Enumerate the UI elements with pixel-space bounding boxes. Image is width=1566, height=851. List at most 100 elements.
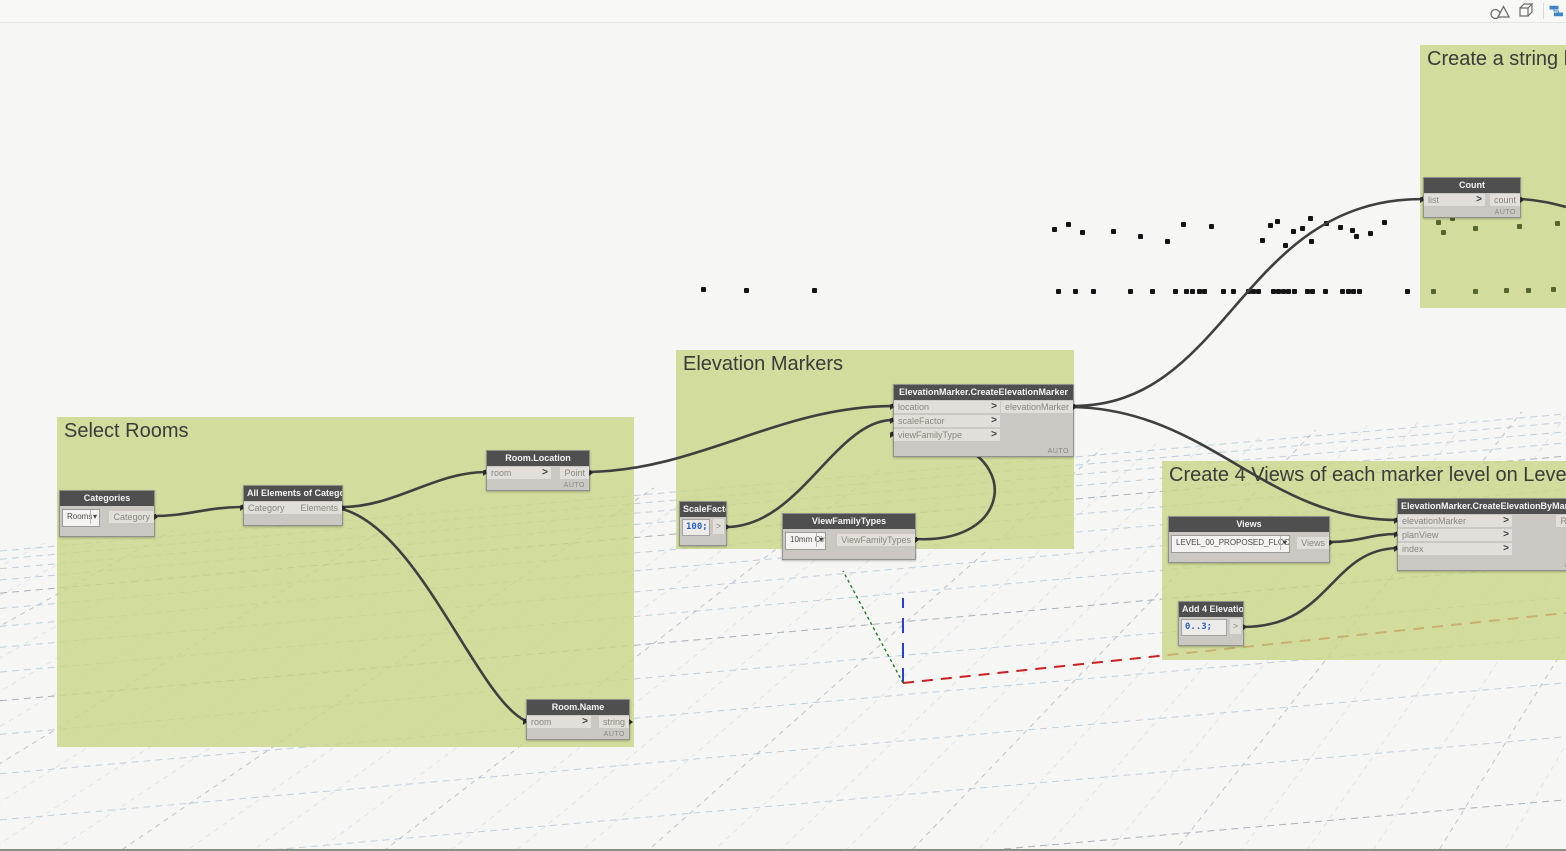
default-value-chevron-icon[interactable]: >	[1503, 529, 1509, 540]
input-port-Category[interactable]: Category	[244, 502, 306, 514]
geometry-point	[812, 288, 817, 293]
node-title[interactable]: Room.Name	[527, 700, 629, 715]
dropdown-select[interactable]: LEVEL_00_PROPOSED_FLOOR FINISHES▾	[1171, 535, 1290, 553]
default-value-chevron-icon[interactable]: >	[1503, 543, 1509, 554]
input-connector[interactable]	[1420, 197, 1424, 203]
dropdown-select[interactable]: 10mm Circle▾	[785, 532, 826, 550]
output-connector[interactable]	[342, 505, 346, 511]
code-block-value[interactable]: 0..3;	[1181, 619, 1227, 636]
dropdown-value: LEVEL_00_PROPOSED_FLOOR FINISHES	[1176, 538, 1290, 547]
code-block-value[interactable]: 100;	[682, 519, 710, 536]
output-port-Result[interactable]: Result	[1556, 515, 1566, 527]
output-connector[interactable]	[726, 524, 730, 530]
default-value-chevron-icon[interactable]: >	[991, 429, 997, 440]
graph-layout-icon[interactable]	[1548, 1, 1566, 21]
output-port-Point[interactable]: Point	[560, 467, 589, 479]
output-port[interactable]: >	[713, 519, 724, 534]
default-value-chevron-icon[interactable]: >	[582, 716, 588, 727]
output-port-elevationMarker[interactable]: elevationMarker	[1000, 401, 1073, 413]
input-port-label: index	[1402, 544, 1424, 554]
grid-line	[523, 408, 1566, 851]
node-view-family-types[interactable]: ViewFamilyTypes 10mm Circle▾ ViewFamilyTyp…	[782, 513, 919, 560]
output-connector[interactable]	[1243, 624, 1247, 630]
default-value-chevron-icon[interactable]: >	[542, 467, 548, 478]
node-create-elevation-by-marker-index[interactable]: ElevationMarker.CreateElevationByMarkerI…	[1394, 498, 1566, 571]
dropdown-select[interactable]: Rooms▾	[62, 509, 100, 527]
output-port-Category[interactable]: Category	[109, 511, 154, 523]
geometry-point	[1052, 227, 1057, 232]
input-port-room[interactable]: room>	[487, 467, 551, 479]
input-connector[interactable]	[1394, 546, 1398, 552]
default-value-chevron-icon[interactable]: >	[991, 401, 997, 412]
input-port-viewFamilyType[interactable]: viewFamilyType>	[894, 429, 1000, 441]
input-port-label: planView	[1402, 530, 1439, 540]
input-port-planView[interactable]: planView >	[1398, 529, 1512, 541]
lacing-auto-label[interactable]: AUTO	[1565, 562, 1566, 569]
node-title[interactable]: All Elements of Category	[244, 486, 342, 501]
output-port-Elements[interactable]: Elements	[296, 502, 342, 514]
input-connector[interactable]	[483, 470, 487, 476]
output-connector[interactable]	[154, 514, 158, 520]
output-port[interactable]: >	[1230, 619, 1241, 634]
default-value-chevron-icon[interactable]: >	[1503, 515, 1509, 526]
node-title[interactable]: ScaleFactor	[680, 502, 726, 517]
lacing-auto-label[interactable]: AUTO	[563, 482, 585, 489]
node-title[interactable]: Views	[1169, 517, 1329, 532]
geometry-point	[1473, 289, 1478, 294]
lacing-auto-label[interactable]: AUTO	[1047, 448, 1069, 455]
node-add-4-elevations[interactable]: Add 4 Elevations 0..3;>	[1178, 601, 1247, 646]
node-title[interactable]: ElevationMarker.CreateElevationByMarkerI…	[1398, 499, 1566, 514]
input-port-list[interactable]: list>	[1424, 194, 1485, 206]
node-title[interactable]: Categories	[60, 491, 154, 506]
node-body: 10mm Circle▾ ViewFamilyTypes	[783, 529, 919, 559]
node-title[interactable]: ViewFamilyTypes	[783, 514, 915, 529]
input-connector[interactable]	[1394, 518, 1398, 524]
output-connector[interactable]	[1520, 197, 1524, 203]
node-scale-factor[interactable]: ScaleFactor 100;>	[679, 501, 730, 546]
input-connector[interactable]	[523, 719, 527, 725]
geometry-point	[1555, 221, 1560, 226]
input-port-elevationMarker[interactable]: elevationMarker>	[1398, 515, 1512, 527]
geometry-preview-icon[interactable]	[1487, 1, 1513, 21]
input-port-scaleFactor[interactable]: scaleFactor>	[894, 415, 1000, 427]
input-port-location[interactable]: location >	[894, 401, 1000, 413]
input-connector[interactable]	[890, 404, 894, 410]
node-title[interactable]: ElevationMarker.CreateElevationMarker	[894, 385, 1073, 400]
input-connector[interactable]	[890, 432, 894, 438]
lacing-auto-label[interactable]: AUTO	[603, 731, 625, 738]
node-title[interactable]: Add 4 Elevations	[1179, 602, 1243, 617]
output-connector[interactable]	[915, 537, 919, 543]
input-port-room[interactable]: room>	[527, 716, 591, 728]
default-value-chevron-icon[interactable]: >	[991, 415, 997, 426]
input-connector[interactable]	[240, 505, 244, 511]
node-title[interactable]: Room.Location	[487, 451, 589, 466]
geometry-point	[1431, 289, 1436, 294]
input-port-label: location	[898, 402, 930, 412]
group-create-string-list[interactable]: Create a string li	[1420, 45, 1566, 308]
output-port-count[interactable]: count	[1489, 194, 1520, 206]
output-connector[interactable]	[1073, 404, 1077, 410]
lacing-auto-label[interactable]: AUTO	[1494, 209, 1516, 216]
input-connector[interactable]	[1394, 532, 1398, 538]
input-port-index[interactable]: index >	[1398, 543, 1512, 555]
output-port-ViewFamilyTypes[interactable]: ViewFamilyTypes	[837, 534, 915, 546]
output-connector[interactable]	[1329, 540, 1333, 546]
input-connector[interactable]	[890, 418, 894, 424]
output-connector[interactable]	[629, 719, 633, 725]
output-port-Views[interactable]: Views	[1297, 537, 1329, 549]
output-port-string[interactable]: string	[598, 716, 629, 728]
cube-3d-view-icon[interactable]	[1513, 1, 1539, 21]
default-value-chevron-icon[interactable]: >	[1476, 194, 1482, 205]
output-connector[interactable]	[589, 470, 593, 476]
node-title[interactable]: Count	[1424, 178, 1520, 193]
node-all-elements[interactable]: All Elements of CategoryCategoryElements	[240, 485, 346, 526]
